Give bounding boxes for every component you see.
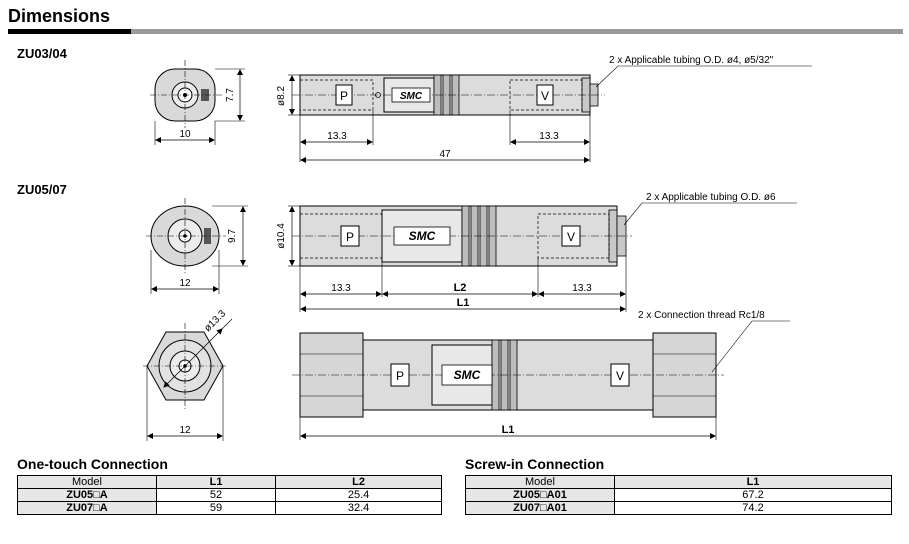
zu0507-height-label: 9.7 xyxy=(227,229,238,243)
table-row: ZU05□A 52 25.4 xyxy=(17,488,442,502)
screwin-row1-model: ZU05□A01 xyxy=(465,488,615,502)
zu0304-left-dim: 13.3 xyxy=(327,131,347,142)
title-underline-accent xyxy=(8,29,131,34)
title-underline xyxy=(8,29,903,34)
zu0507-hex-diameter-label: ø13.3 xyxy=(202,308,228,334)
zu0507-screw-port-p: P xyxy=(396,369,404,383)
onetouch-header-l1: L1 xyxy=(155,475,277,489)
zu0304-end-view: 10 7.7 xyxy=(150,60,245,145)
zu0304-side-view: P V SMC ø8.2 13.3 13.3 47 2 x Applicable… xyxy=(276,55,812,163)
table-row: ZU07□A 59 32.4 xyxy=(17,501,442,515)
screwin-table: Model L1 ZU05□A01 67.2 ZU07□A01 74.2 xyxy=(465,475,892,515)
zu0507-diameter-label: ø10.4 xyxy=(276,223,287,249)
onetouch-row1-l1: 52 xyxy=(155,488,277,502)
zu0507-right-dim: 13.3 xyxy=(572,283,592,294)
screwin-table-title: Screw-in Connection xyxy=(465,456,605,472)
screwin-row1-l1: 67.2 xyxy=(614,488,892,502)
onetouch-header-row: Model L1 L2 xyxy=(17,475,442,489)
zu0304-right-dim: 13.3 xyxy=(539,131,559,142)
table-row: ZU05□A01 67.2 xyxy=(465,488,892,502)
zu0304-port-p: P xyxy=(340,89,348,103)
zu0507-onetouch-side-view: P V SMC ø10.4 13.3 L2 13.3 L1 2 x Applic… xyxy=(276,192,797,312)
onetouch-row2-model: ZU07□A xyxy=(17,501,157,515)
onetouch-header-model: Model xyxy=(17,475,157,489)
table-row: ZU07□A01 74.2 xyxy=(465,501,892,515)
zu0304-height-label: 7.7 xyxy=(225,88,236,102)
onetouch-table-title: One-touch Connection xyxy=(17,456,168,472)
technical-drawing: 10 7.7 P V SMC ø8.2 13.3 13.3 xyxy=(143,55,812,441)
zu0507-port-p: P xyxy=(346,230,354,244)
onetouch-table: Model L1 L2 ZU05□A 52 25.4 ZU07□A 59 32.… xyxy=(17,475,442,515)
zu0304-smc-logo: SMC xyxy=(400,91,423,102)
zu0304-diameter-label: ø8.2 xyxy=(276,86,287,106)
screwin-row2-model: ZU07□A01 xyxy=(465,501,615,515)
zu0507-l1-dim: L1 xyxy=(457,297,470,309)
zu0507-screw-smc-logo: SMC xyxy=(454,368,481,382)
onetouch-row2-l1: 59 xyxy=(155,501,277,515)
onetouch-row2-l2: 32.4 xyxy=(275,501,442,515)
zu0507-smc-logo: SMC xyxy=(409,229,436,243)
onetouch-row1-l2: 25.4 xyxy=(275,488,442,502)
screwin-header-l1: L1 xyxy=(614,475,892,489)
zu0507-l2-dim: L2 xyxy=(454,282,467,294)
zu0304-total-dim: 47 xyxy=(439,149,451,160)
screwin-header-model: Model xyxy=(465,475,615,489)
screwin-header-row: Model L1 xyxy=(465,475,892,489)
onetouch-row1-model: ZU05□A xyxy=(17,488,157,502)
zu0507-left-dim: 13.3 xyxy=(331,283,351,294)
zu0507-screwin-side-view: P V SMC L1 2 x Connection thread Rc1/8 xyxy=(292,310,790,440)
zu0304-port-v: V xyxy=(541,89,549,103)
model-label-zu0304: ZU03/04 xyxy=(17,46,67,61)
screwin-row2-l1: 74.2 xyxy=(614,501,892,515)
zu0507-hex-end-view: ø13.3 12 xyxy=(143,308,233,441)
zu0507-screw-port-v: V xyxy=(616,369,624,383)
zu0507-width-label: 12 xyxy=(179,278,191,289)
zu0304-callout: 2 x Applicable tubing O.D. ø4, ø5/32" xyxy=(609,55,774,66)
zu0507-end-view: 12 9.7 xyxy=(146,198,248,294)
zu0507-thread-callout: 2 x Connection thread Rc1/8 xyxy=(638,310,765,321)
zu0507-port-v: V xyxy=(567,230,575,244)
zu0507-tubing-callout: 2 x Applicable tubing O.D. ø6 xyxy=(646,192,776,203)
zu0304-width-label: 10 xyxy=(179,129,191,140)
zu0507-screw-l1-dim: L1 xyxy=(502,424,515,436)
model-label-zu0507: ZU05/07 xyxy=(17,182,67,197)
onetouch-header-l2: L2 xyxy=(275,475,442,489)
page-title: Dimensions xyxy=(8,6,111,26)
zu0507-hex-width-label: 12 xyxy=(179,425,191,436)
